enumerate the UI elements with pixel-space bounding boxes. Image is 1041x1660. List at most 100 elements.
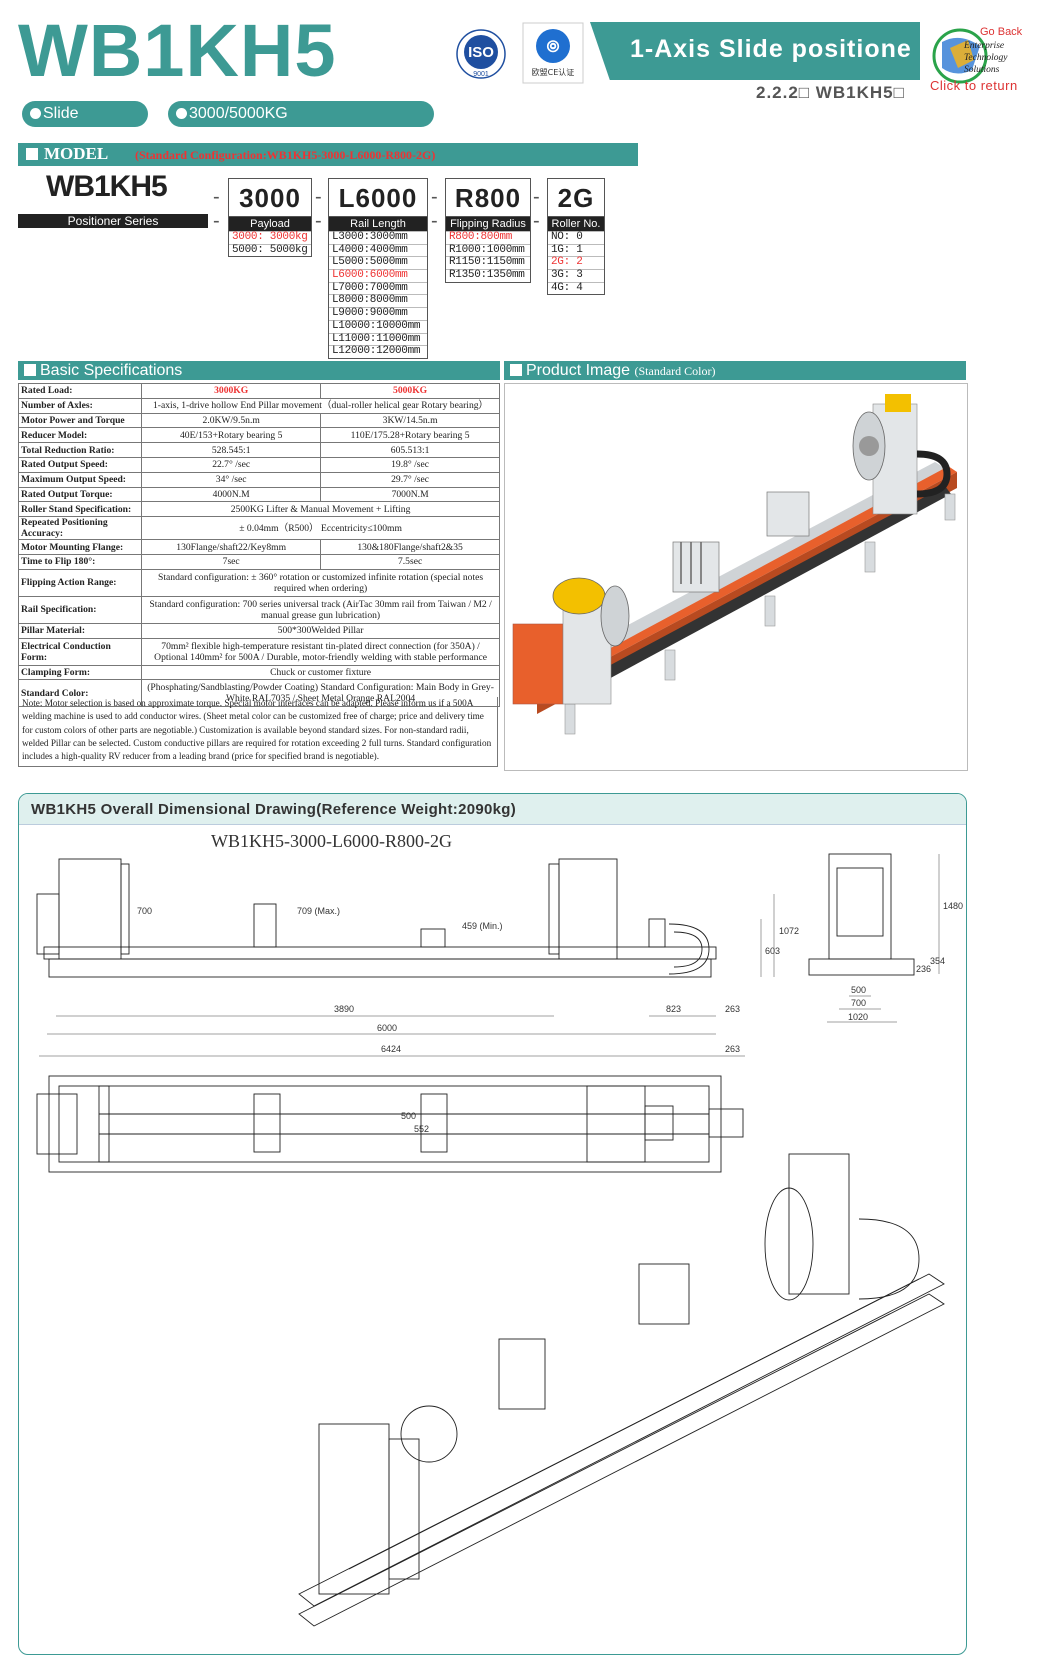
code-dash: - [431,186,438,208]
spec-value: 3000KG [141,383,322,399]
spec-key: Reducer Model: [17,427,143,444]
code-dash: - [431,210,438,232]
option-group-head: Flipping Radius [446,217,530,231]
spec-key: Time to Flip 180°: [17,553,143,570]
spec-value: 4000N.M [141,486,322,503]
ce-label: 欧盟CE认证 [532,67,575,77]
option-row: L4000:4000mm [329,243,427,257]
option-row: L12000:12000mm [329,345,427,358]
option-row: R1150:1150mm [446,256,530,269]
spec-value: 1-axis, 1-drive hollow End Pillar moveme… [141,397,500,414]
spec-value: 7000N.M [320,486,500,503]
code-dash: - [213,186,220,208]
spec-value: 22.7° /sec [141,456,322,473]
spec-key: Rated Output Speed: [17,456,143,473]
spec-row: Clamping Form:Chuck or customer fixture [17,664,500,681]
square-bullet-icon [26,148,38,160]
click-to-return-link[interactable]: Click to return [930,78,1018,93]
product-image-title: Product Image [526,362,631,379]
dim-1020: 1020 [848,1012,868,1022]
spec-value: Standard configuration: ± 360° rotation … [141,568,500,597]
spec-value: Standard configuration: 700 series unive… [141,595,500,624]
spec-key: Number of Axles: [17,397,143,414]
option-row: R1350:1350mm [446,269,530,282]
spec-value: Chuck or customer fixture [141,664,500,681]
code-dash: - [533,210,540,232]
spec-value: 130Flange/shaft22/Key8mm [141,539,322,555]
spec-key: Roller Stand Specification: [17,501,143,518]
dim-1480: 1480 [943,901,963,911]
spec-value: 2500KG Lifter & Manual Movement + Liftin… [141,501,500,518]
bullet-dot-icon [176,108,187,119]
product-image-subtitle: (Standard Color) [634,364,716,378]
logo-line-3: Solutions [964,65,1000,75]
spec-value: ± 0.04mm（R500） Eccentricity≤100mm [141,516,500,541]
spec-key: Flipping Action Range: [17,568,143,597]
spec-key: Rated Load: [17,383,143,399]
model-standard-config: (Standard Configuration:WB1KH5-3000-L600… [135,148,436,162]
spec-value: 7sec [141,553,322,570]
option-row: 1G: 1 [548,243,604,257]
banner-text: 1-Axis Slide positione [630,35,912,63]
code-dash: - [533,186,540,208]
company-logo[interactable]: Enterprise Technology Solutions [928,22,1038,96]
option-row: R1000:1000mm [446,243,530,257]
dim-6000: 6000 [377,1023,397,1033]
series-label: Positioner Series [18,214,208,228]
model-header: MODEL (Standard Configuration:WB1KH5-300… [18,143,638,166]
pill-label: 3000/5000KG [189,105,288,122]
product-image [504,383,968,771]
dim-3890: 3890 [334,1004,354,1014]
dim-500: 500 [851,985,866,995]
technical-drawings: WB1KH5-3000-L6000-R800-2G 700 709 (Max.)… [36,831,963,1627]
logo-line-2: Technology [964,53,1008,63]
option-row: 4G: 4 [548,281,604,295]
spec-value: 3KW/14.5n.m [320,412,500,429]
option-row: R800:800mm [446,231,530,244]
dim-459: 459 (Min.) [462,921,503,931]
option-group-head: Payload [229,217,311,231]
iso-number: 9001 [473,71,489,78]
spec-row: Roller Stand Specification:2500KG Lifter… [17,501,500,518]
code-dash: - [213,210,220,232]
option-row: 3G: 3 [548,269,604,282]
spec-value: 110E/175.28+Rotary bearing 5 [320,427,500,444]
option-row: 5000: 5000kg [229,243,311,257]
dim-552: 552 [414,1124,429,1134]
option-row: L9000:9000mm [329,307,427,320]
spec-value: 605.513:1 [320,442,500,458]
option-row: L8000:8000mm [329,294,427,307]
series-code: WB1KH5 [46,170,168,203]
option-row: L3000:3000mm [329,231,427,244]
logo-line-1: Enterprise [963,41,1004,51]
spec-value: 34° /sec [141,471,322,488]
payload-pill: 3000/5000KG [168,101,434,127]
dim-700: 700 [137,906,152,916]
spec-row: Rail Specification:Standard configuratio… [17,595,500,624]
dim-354: 354 [930,956,945,966]
square-bullet-icon [24,364,36,376]
go-back-link[interactable]: Go Back [980,26,1023,38]
spec-value: 2.0KW/9.5n.m [141,412,322,429]
dim-709: 709 (Max.) [297,906,340,916]
basic-specs-title: Basic Specifications [40,362,183,379]
spec-value: (Phosphating/Sandblasting/Powder Coating… [141,679,500,708]
spec-key: Rated Output Torque: [17,486,143,503]
svg-text:⦾: ⦾ [547,39,560,56]
product-banner: 1-Axis Slide positione [590,22,920,80]
dim-6424: 6424 [381,1044,401,1054]
spec-value: 7.5sec [320,553,500,570]
code-dash: - [315,210,322,232]
spec-key: Rail Specification: [17,595,143,624]
spec-value: 5000KG [320,383,500,399]
dim-263: 263 [725,1004,740,1014]
drawing-model-text: WB1KH5-3000-L6000-R800-2G [211,831,452,851]
iso-9001-badge: ISO 9001 [456,29,506,79]
